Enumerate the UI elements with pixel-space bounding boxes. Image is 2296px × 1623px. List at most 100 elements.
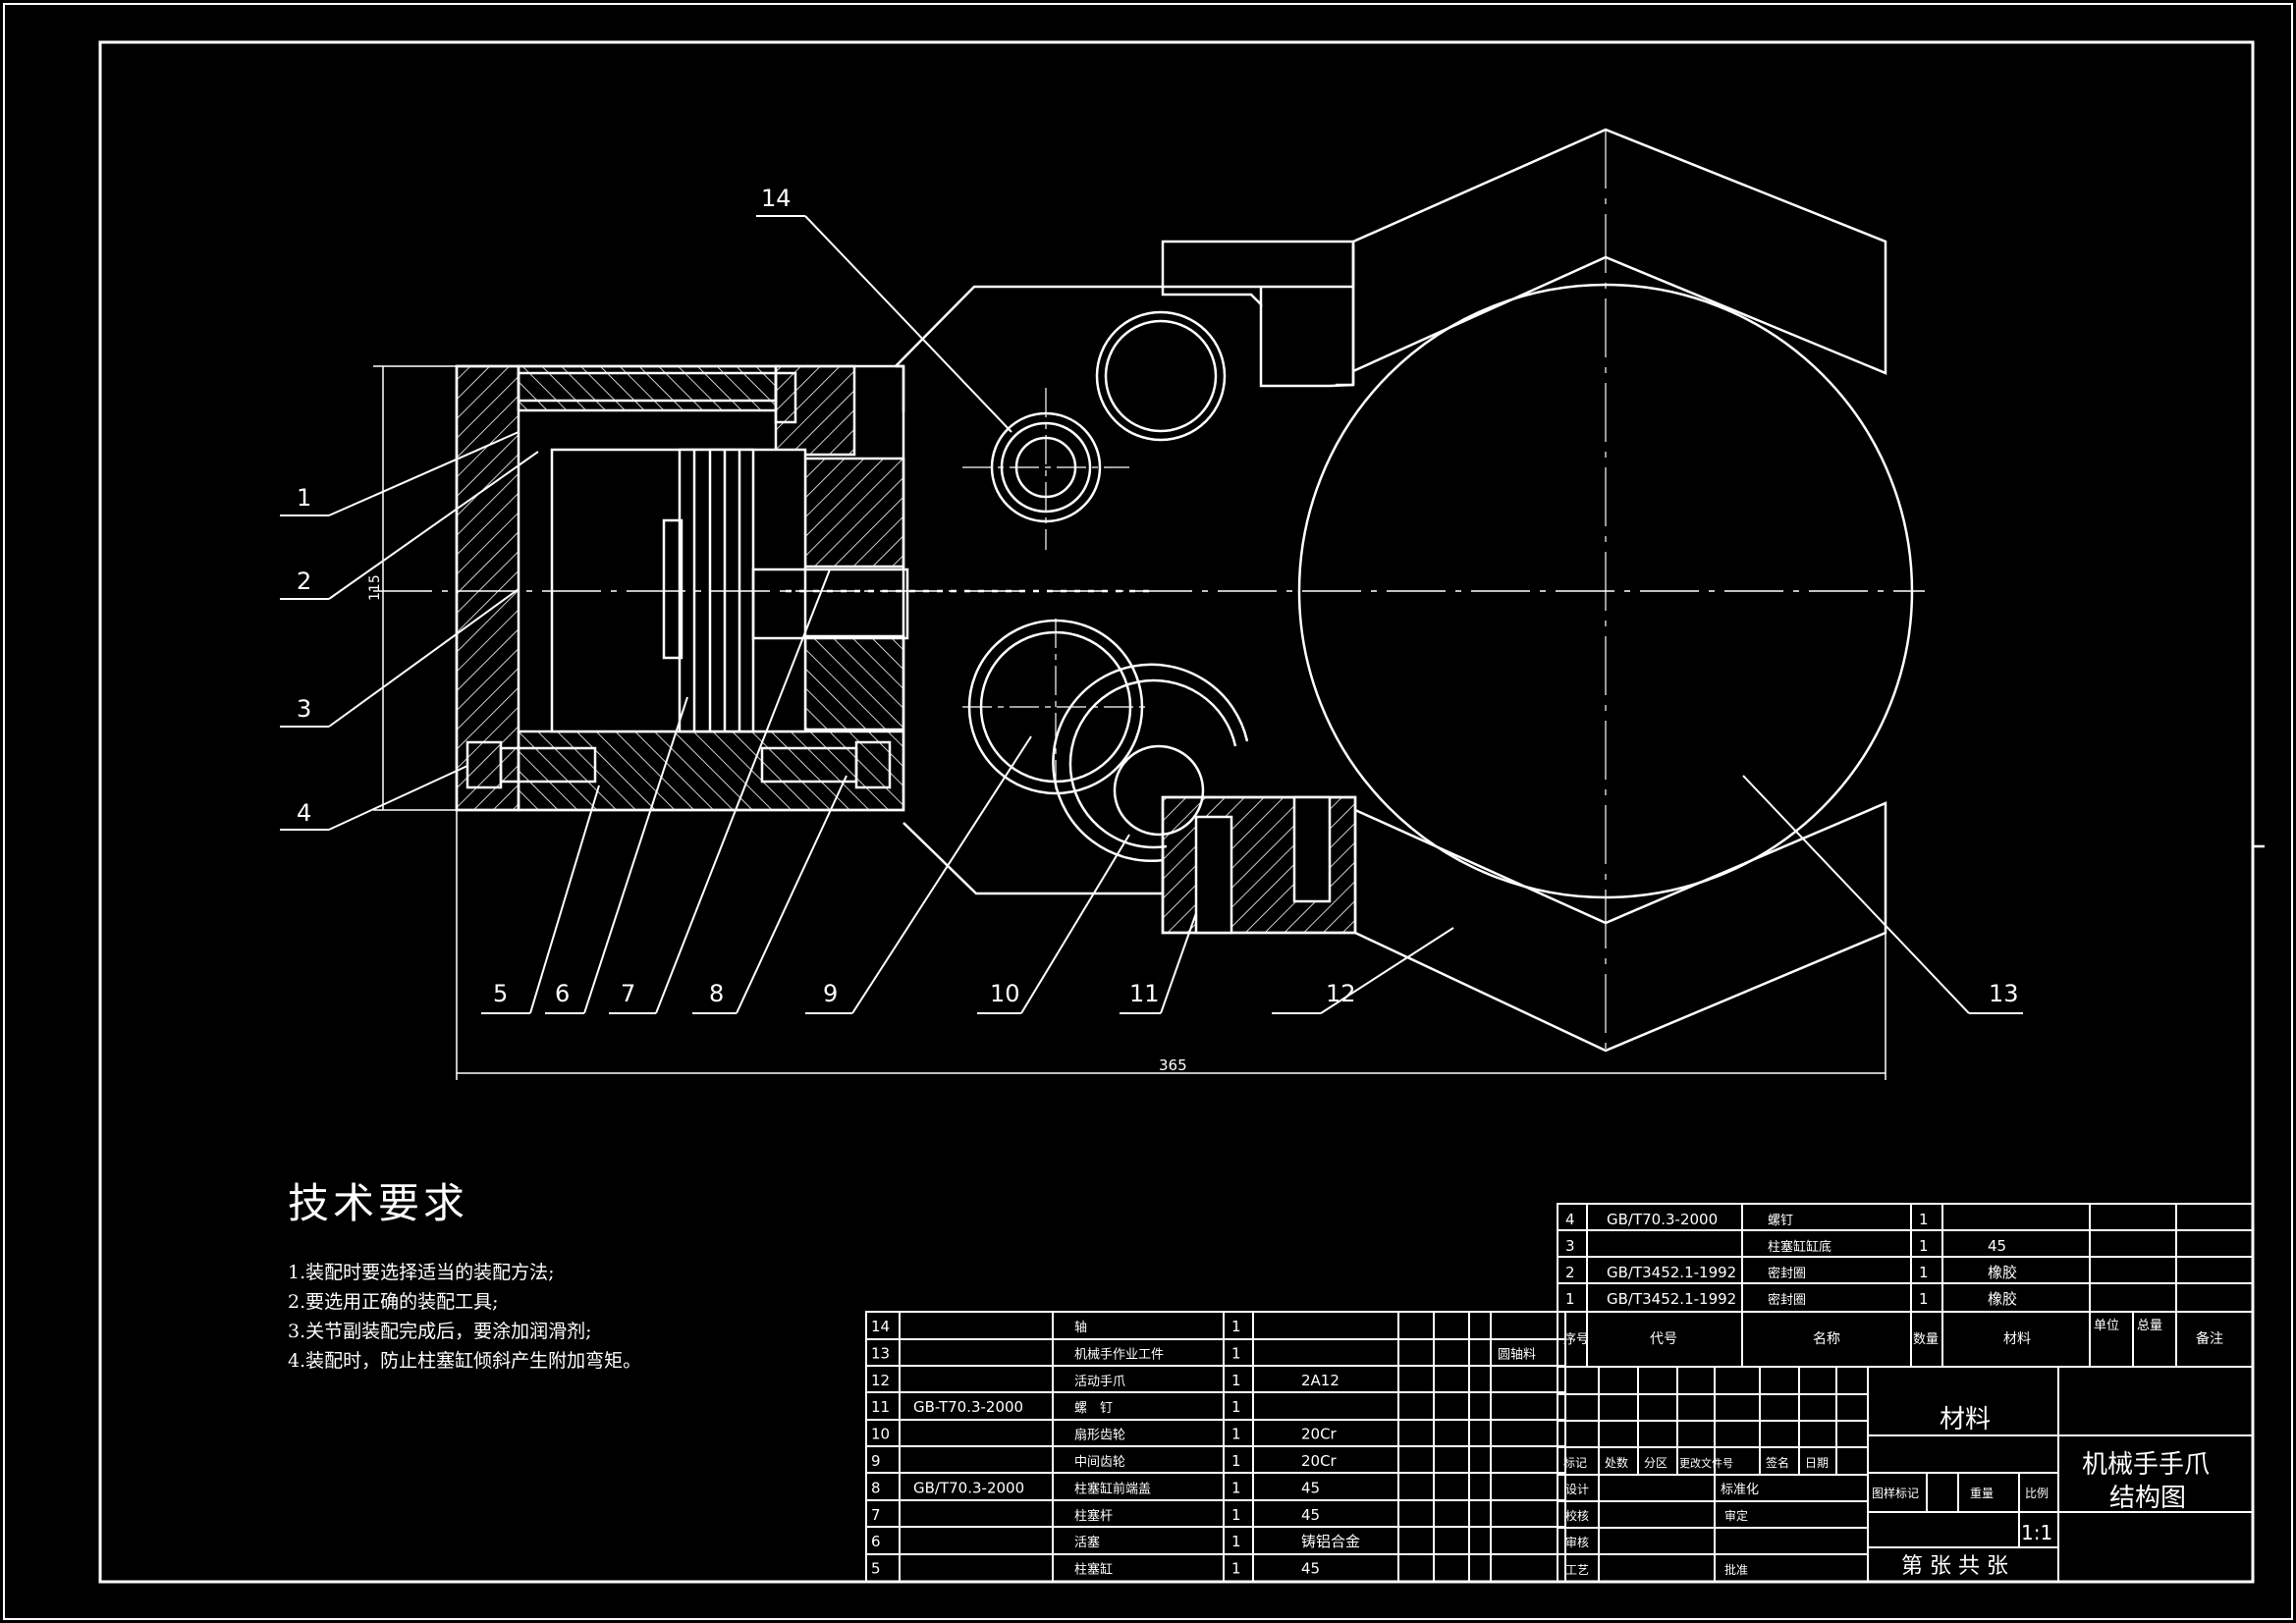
- parts-left-cell-name: 机械手作业工件: [1074, 1347, 1164, 1362]
- lower-jaw: [1354, 801, 1887, 1053]
- parts-left-cell-qty: 1: [1231, 1318, 1241, 1335]
- sector-gear: [1052, 663, 1249, 862]
- parts-left-cell-name: 扇形齿轮: [1074, 1428, 1125, 1443]
- parts-left-cell-mat: 45: [1301, 1479, 1320, 1496]
- stage-mark: 图样标记: [1872, 1486, 1919, 1500]
- parts-left-cell-name: 中间齿轮: [1074, 1455, 1125, 1470]
- machine-drawing: [280, 128, 2023, 1080]
- parts-left-cell-qty: 1: [1231, 1479, 1241, 1496]
- hdr-mat: 材料: [2003, 1331, 2031, 1347]
- role-0: 设计: [1565, 1483, 1589, 1496]
- parts-left-cell-qty: 1: [1231, 1372, 1241, 1389]
- parts-left-cell-no: 9: [871, 1452, 881, 1470]
- parts-left-cell-name: 活动手爪: [1074, 1375, 1125, 1389]
- drawing-name-1: 机械手手爪: [2082, 1450, 2210, 1480]
- parts-right-cell-std: GB/T3452.1-1992: [1607, 1290, 1736, 1308]
- balloon-labels: 1 2 3 4 5 6 7 8 9 10 11 12 13 14 115 365: [297, 185, 2019, 1074]
- tech-req-3: 3.关节副装配完成后，要涂加润滑剂;: [288, 1321, 592, 1342]
- parts-left-cell-qty: 1: [1231, 1426, 1241, 1443]
- balloon-10: 10: [990, 980, 1020, 1007]
- hdr-no: 序号: [1563, 1332, 1589, 1347]
- role-1: 审核: [1565, 1535, 1589, 1549]
- parts-left-cell-name: 柱塞缸: [1074, 1562, 1113, 1578]
- balloon-8: 8: [709, 980, 724, 1007]
- parts-left-cell-std: GB/T70.3-2000: [913, 1479, 1024, 1496]
- parts-left-cell-no: 12: [871, 1372, 890, 1389]
- parts-right-cell-mat: 橡胶: [1988, 1290, 2017, 1308]
- parts-left-cell-qty: 1: [1231, 1452, 1241, 1470]
- parts-right-cell-name: 螺钉: [1768, 1214, 1793, 1228]
- parts-left-cell-qty: 1: [1231, 1398, 1241, 1416]
- parts-left-cell-name: 活塞: [1074, 1535, 1100, 1550]
- parts-left-cell-no: 6: [871, 1533, 881, 1550]
- parts-right-cell-no: 3: [1565, 1237, 1575, 1255]
- parts-table-left: [865, 1311, 1566, 1583]
- parts-left-cell-mat: 45: [1301, 1506, 1320, 1524]
- role-2: 工艺: [1565, 1563, 1589, 1577]
- balloon-9: 9: [823, 980, 838, 1007]
- parts-right-cell-qty: 1: [1919, 1264, 1929, 1281]
- rev-h1: 处数: [1605, 1455, 1628, 1470]
- parts-left-cell-mat: 45: [1301, 1560, 1320, 1578]
- parts-right-cell-no: 1: [1565, 1290, 1575, 1308]
- title-block: [1557, 1203, 2254, 1583]
- check-label: 批准: [1724, 1562, 1748, 1577]
- parts-left-cell-mat: 铸铝合金: [1301, 1533, 1360, 1550]
- parts-left-cell-no: 7: [871, 1506, 881, 1524]
- parts-right-cell-std: GB/T70.3-2000: [1607, 1211, 1718, 1228]
- balloon-6: 6: [555, 980, 570, 1007]
- hdr-total: 总量: [2137, 1319, 2162, 1333]
- hdr-remark: 备注: [2196, 1330, 2223, 1347]
- rev-h2: 分区: [1644, 1456, 1667, 1470]
- balloon-2: 2: [297, 568, 311, 595]
- upper-jaw: [1352, 128, 1887, 375]
- technical-requirements: 技术要求 1.装配时要选择适当的装配方法; 2.要选用正确的装配工具; 3.关节…: [288, 1170, 641, 1376]
- hdr-name: 名称: [1813, 1331, 1840, 1347]
- parts-left-cell-mat: 20Cr: [1301, 1452, 1338, 1470]
- parts-left-cell-mat: 20Cr: [1301, 1426, 1338, 1443]
- parts-left-cell-name: 柱塞缸前端盖: [1074, 1481, 1151, 1496]
- drawing-name-2: 结构图: [2109, 1484, 2186, 1513]
- parts-left-cell-no: 11: [871, 1398, 890, 1416]
- parts-right-cell-name: 密封圈: [1768, 1266, 1806, 1281]
- ratio-label: 比例: [2025, 1487, 2049, 1500]
- sheet-border: [3, 3, 2293, 1620]
- parts-left-cell-qty: 1: [1231, 1344, 1241, 1362]
- rev-h0: 标记: [1563, 1456, 1587, 1470]
- balloon-3: 3: [297, 695, 311, 723]
- parts-left-cell-no: 13: [871, 1344, 890, 1362]
- dim-height: 115: [367, 574, 383, 601]
- rev-h3: 更改文件号: [1679, 1456, 1733, 1470]
- parts-left-cell-std: GB-T70.3-2000: [913, 1398, 1023, 1416]
- balloon-5: 5: [493, 980, 508, 1007]
- balloon-11: 11: [1129, 980, 1160, 1007]
- hdr-unit: 单位: [2094, 1319, 2119, 1333]
- parts-right-cell-mat: 橡胶: [1988, 1264, 2017, 1281]
- tech-req-4: 4.装配时，防止柱塞缸倾斜产生附加弯矩。: [288, 1350, 642, 1372]
- parts-left-cell-no: 14: [871, 1318, 890, 1335]
- parts-left-cell-name: 螺 钉: [1074, 1401, 1113, 1416]
- balloon-14: 14: [761, 185, 792, 212]
- parts-right-cell-name: 密封圈: [1768, 1292, 1806, 1308]
- parts-right-cell-qty: 1: [1919, 1211, 1929, 1228]
- rev-h4: 签名: [1766, 1455, 1789, 1470]
- balloon-4: 4: [297, 799, 311, 827]
- parts-left-cell-qty: 1: [1231, 1533, 1241, 1550]
- piston-rod: [751, 568, 909, 640]
- parts-right-cell-no: 4: [1565, 1211, 1575, 1228]
- parts-right-cell-mat: 45: [1988, 1237, 2006, 1255]
- tech-req-1: 1.装配时要选择适当的装配方法;: [288, 1262, 555, 1283]
- parts-left-cell-qty: 1: [1231, 1506, 1241, 1524]
- balloon-1: 1: [297, 484, 311, 512]
- weight-label: 重量: [1970, 1487, 1994, 1500]
- parts-left-cell-no: 5: [871, 1560, 881, 1578]
- parts-left-cell-name: 轴: [1074, 1321, 1087, 1335]
- housing-outline: [895, 240, 1355, 367]
- std-label: 标准化: [1721, 1483, 1759, 1497]
- role-check2: 校核: [1565, 1508, 1589, 1523]
- parts-right-cell-std: GB/T3452.1-1992: [1607, 1264, 1736, 1281]
- hdr-std: 代号: [1650, 1331, 1677, 1347]
